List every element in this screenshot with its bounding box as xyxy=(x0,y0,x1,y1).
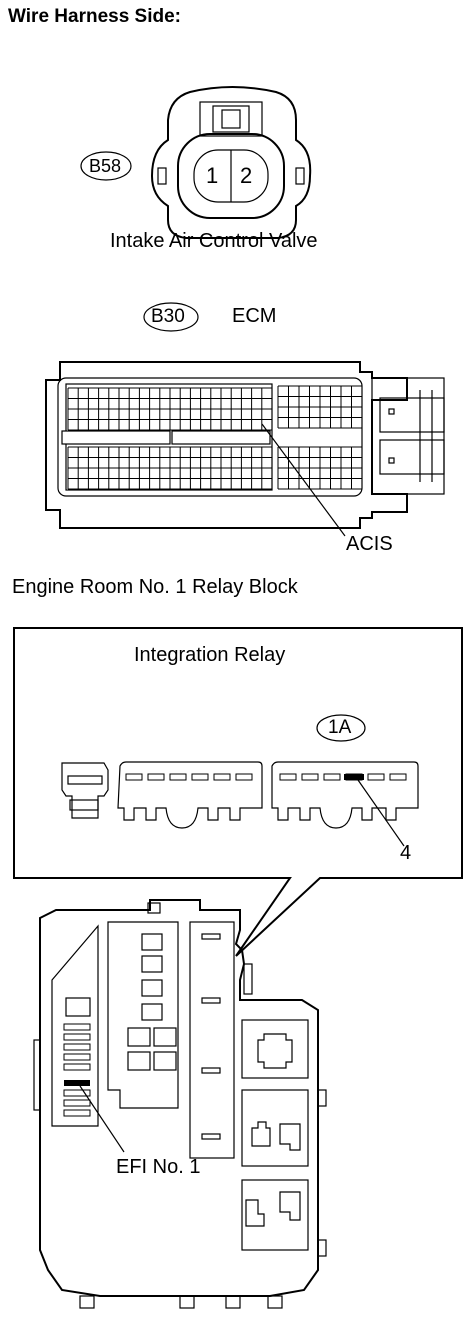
1a-code-oval xyxy=(316,714,366,742)
acis-leader-line xyxy=(261,423,346,537)
terminal-4-highlight xyxy=(344,774,364,780)
relay-block-title: Engine Room No. 1 Relay Block xyxy=(12,576,298,598)
ecm-terminal-grid-left-bottom xyxy=(67,446,273,490)
terminal-4-leader-line xyxy=(357,779,405,847)
relay-block-body xyxy=(33,899,327,1309)
relay-middle-slots xyxy=(125,773,253,781)
1a-code: 1A xyxy=(328,717,352,738)
fuse-slots-left xyxy=(63,1023,91,1117)
efi-no1-fuse-highlight xyxy=(64,1080,90,1086)
b58-code-oval xyxy=(80,151,132,181)
b58-caption: Intake Air Control Valve xyxy=(110,230,318,252)
page-title: Wire Harness Side: xyxy=(8,6,182,27)
efi-leader-line xyxy=(79,1085,125,1153)
ecm-terminal-grid-right-top xyxy=(277,385,363,429)
ecm-terminal-grid-left-top xyxy=(67,387,273,431)
integration-relay-callout xyxy=(13,627,463,957)
acis-label: ACIS xyxy=(346,533,393,555)
integration-relay-title: Integration Relay xyxy=(134,644,286,666)
b58-code: B58 xyxy=(89,156,122,176)
efi-no1-label: EFI No. 1 xyxy=(116,1156,201,1178)
b30-name: ECM xyxy=(232,305,277,327)
b58-connector xyxy=(80,86,312,239)
b58-pin-2: 2 xyxy=(240,163,253,188)
ecm-terminal-grid-right-bottom xyxy=(277,446,363,490)
terminal-4-label: 4 xyxy=(400,842,412,864)
relay-1a-slots xyxy=(279,773,407,781)
b30-code: B30 xyxy=(151,306,185,327)
b30-ecm-connector xyxy=(45,302,445,537)
b30-code-oval xyxy=(143,302,199,332)
b58-pin-1: 1 xyxy=(206,163,219,188)
